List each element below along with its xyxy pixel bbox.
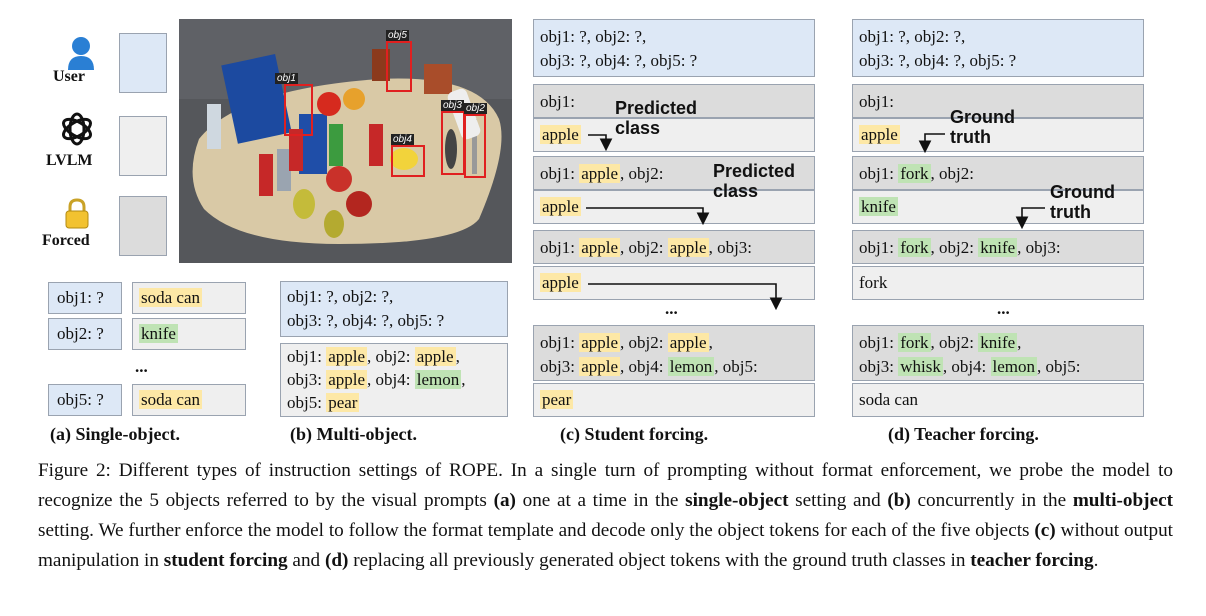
teacher-output-1: apple xyxy=(852,118,1144,152)
teacher-prompt-5: obj1: fork, obj2: knife, obj3: whisk, ob… xyxy=(852,325,1144,381)
teacher-annotation-1: Ground truth xyxy=(950,107,1015,147)
student-arrow-2 xyxy=(586,207,710,226)
bbox-obj1 xyxy=(284,84,313,136)
single-a1: soda can xyxy=(132,282,246,314)
student-output-3: apple xyxy=(533,266,815,300)
student-output-1: apple xyxy=(533,118,815,152)
teacher-prompt-2: obj1: fork, obj2: xyxy=(852,156,1144,190)
student-prompt-1: obj1: xyxy=(533,84,815,118)
figure-caption: Figure 2: Different types of instruction… xyxy=(38,460,1173,571)
student-annotation-1: Predicted class xyxy=(615,98,698,138)
legend-lvlm-bubble xyxy=(119,116,167,176)
single-a5: soda can xyxy=(132,384,246,416)
scene-photo: obj1 obj5 obj3 obj2 obj4 xyxy=(179,19,512,263)
legend-lvlm-label: LVLM xyxy=(46,152,93,169)
legend-forced-label: Forced xyxy=(42,232,90,249)
student-output-5: pear xyxy=(533,383,815,417)
teacher-arrow-1 xyxy=(918,133,945,154)
teacher-prompt-1: obj1: xyxy=(852,84,1144,118)
student-output-2: apple xyxy=(533,190,815,224)
teacher-arrow-2 xyxy=(1015,207,1045,230)
bbox-label-obj5: obj5 xyxy=(386,30,409,41)
teacher-annotation-2: Ground truth xyxy=(1050,182,1115,222)
student-arrow-1 xyxy=(588,134,613,152)
caption-teacher: (d) Teacher forcing. xyxy=(888,424,1039,444)
bbox-label-obj4: obj4 xyxy=(391,134,414,145)
teacher-output-5: soda can xyxy=(852,383,1144,417)
teacher-question: obj1: ?, obj2: ?, obj3: ?, obj4: ?, obj5… xyxy=(852,19,1144,77)
legend-user-bubble xyxy=(119,33,167,93)
legend-forced-bubble xyxy=(119,196,167,256)
bbox-label-obj1: obj1 xyxy=(275,73,298,84)
bbox-obj4 xyxy=(391,145,425,177)
user-icon xyxy=(68,37,94,70)
multi-answer: obj1: apple, obj2: apple, obj3: apple, o… xyxy=(280,343,508,417)
legend-user-label: User xyxy=(53,68,85,85)
student-prompt-3: obj1: apple, obj2: apple, obj3: xyxy=(533,230,815,264)
bbox-obj5 xyxy=(386,41,412,92)
single-a2: knife xyxy=(132,318,246,350)
multi-question: obj1: ?, obj2: ?, obj3: ?, obj4: ?, obj5… xyxy=(280,281,508,337)
single-q1: obj1: ? xyxy=(48,282,122,314)
teacher-output-3: fork xyxy=(852,266,1144,300)
teacher-ellipsis: ... xyxy=(997,299,1010,318)
openai-logo-icon xyxy=(62,112,92,146)
student-ellipsis: ... xyxy=(665,299,678,318)
single-ellipsis: ... xyxy=(135,357,148,376)
scene-illustration xyxy=(179,19,512,263)
caption-student: (c) Student forcing. xyxy=(560,424,709,444)
bbox-label-obj2: obj2 xyxy=(464,103,487,114)
student-prompt-2: obj1: apple, obj2: xyxy=(533,156,815,190)
teacher-prompt-3: obj1: fork, obj2: knife, obj3: xyxy=(852,230,1144,264)
teacher-output-2: knife xyxy=(852,190,1144,224)
student-annotation-2: Predicted class xyxy=(713,161,796,201)
student-arrow-3 xyxy=(588,283,783,311)
single-q5: obj5: ? xyxy=(48,384,122,416)
single-q2: obj2: ? xyxy=(48,318,122,350)
bbox-label-obj3: obj3 xyxy=(441,100,464,111)
student-prompt-5: obj1: apple, obj2: apple, obj3: apple, o… xyxy=(533,325,815,381)
caption-single: (a) Single-object. xyxy=(50,424,180,444)
caption-multi: (b) Multi-object. xyxy=(290,424,417,444)
student-question: obj1: ?, obj2: ?, obj3: ?, obj4: ?, obj5… xyxy=(533,19,815,77)
bbox-obj2 xyxy=(464,114,486,178)
lock-icon xyxy=(65,198,89,229)
